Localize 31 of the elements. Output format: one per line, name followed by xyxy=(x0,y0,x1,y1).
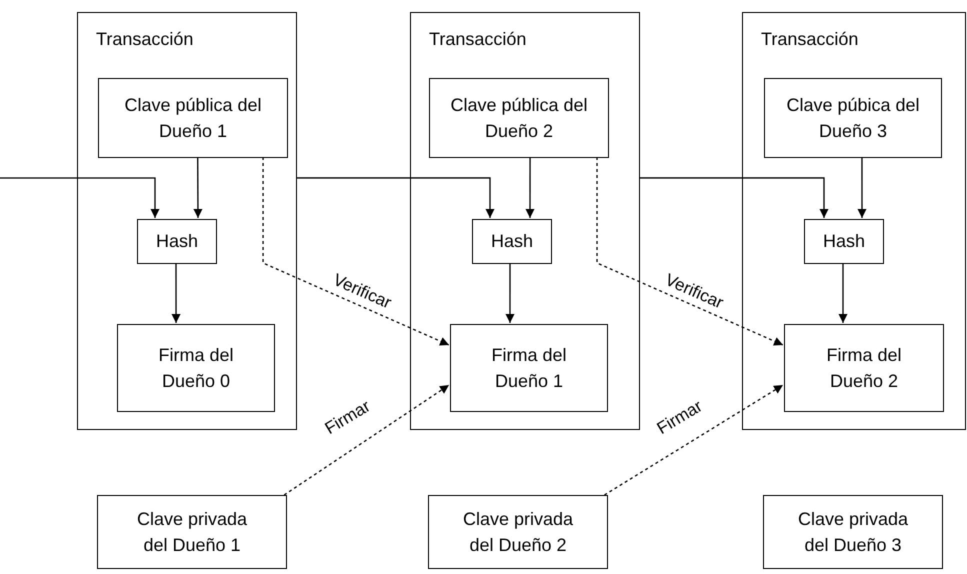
process-box: Hash xyxy=(472,219,552,264)
arrow xyxy=(297,177,494,218)
process-box: Clave privada del Dueño 1 xyxy=(97,495,287,569)
dashed-arrow xyxy=(596,157,784,346)
dashed-arrow xyxy=(604,384,784,496)
arrow xyxy=(172,263,181,323)
process-box: Firma del Dueño 1 xyxy=(450,324,608,412)
dashed-arrow xyxy=(284,384,450,496)
process-box: Clave púbica del Dueño 3 xyxy=(764,78,942,158)
arrow xyxy=(526,157,534,218)
transaction-box xyxy=(410,12,640,430)
process-box: Hash xyxy=(804,219,884,264)
process-box: Clave pública del Dueño 1 xyxy=(98,78,288,158)
transaction-box xyxy=(742,12,966,430)
arrow xyxy=(640,177,828,218)
arrow xyxy=(858,157,866,218)
process-box: Hash xyxy=(137,219,217,264)
process-box: Firma del Dueño 2 xyxy=(784,324,944,412)
process-box: Clave pública del Dueño 2 xyxy=(429,78,609,158)
arrow xyxy=(506,263,514,323)
process-box: Clave privada del Dueño 3 xyxy=(763,495,943,569)
transaction-box xyxy=(77,12,297,430)
box-title: Transacción xyxy=(429,29,526,50)
box-title: Transacción xyxy=(96,29,194,50)
arrow xyxy=(193,157,202,218)
arrow xyxy=(0,177,160,218)
box-title: Transacción xyxy=(761,29,858,50)
process-box: Firma del Dueño 0 xyxy=(117,324,275,412)
dashed-arrow xyxy=(262,157,450,346)
process-box: Clave privada del Dueño 2 xyxy=(428,495,608,569)
arrow xyxy=(838,263,848,323)
